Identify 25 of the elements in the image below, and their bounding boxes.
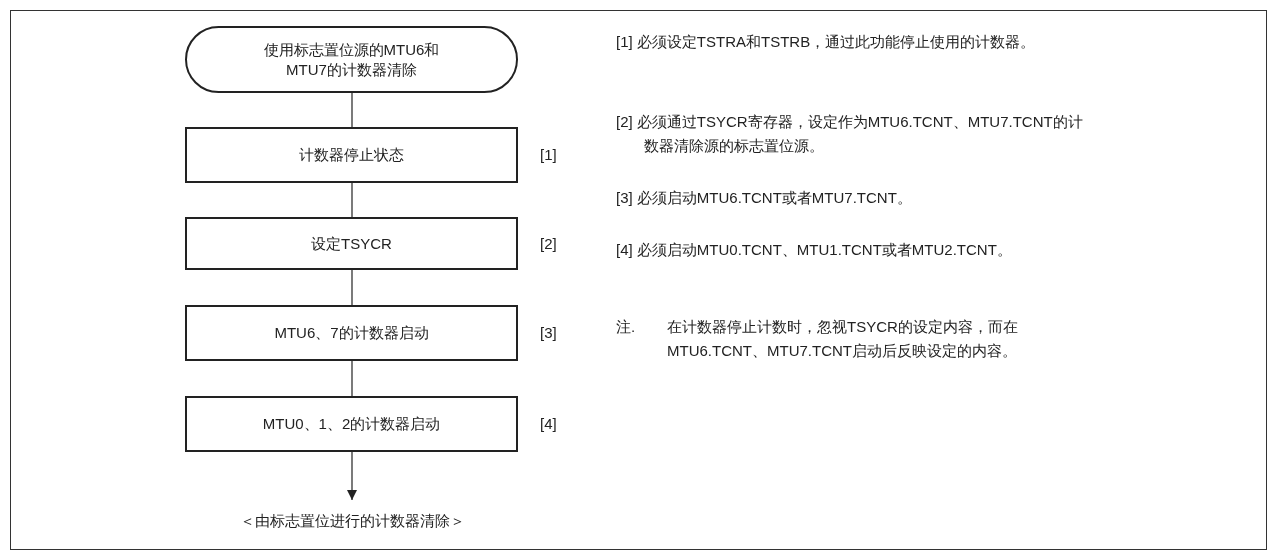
box-text: MTU6、7的计数器启动 xyxy=(274,323,429,343)
connector-line xyxy=(351,360,353,397)
note-text: [3] 必须启动MTU6.TCNT或者MTU7.TCNT。 xyxy=(616,188,913,208)
note-marker: 注. xyxy=(616,317,637,337)
process-box xyxy=(185,217,518,270)
process-box xyxy=(185,305,518,361)
connector-line xyxy=(351,269,353,306)
process-box xyxy=(185,396,518,452)
step-number: [2] xyxy=(540,233,557,254)
process-box xyxy=(185,127,518,183)
box-text: 使用标志置位源的MTU6和MTU7的计数器清除 xyxy=(262,39,441,80)
box-text: MTU0、1、2的计数器启动 xyxy=(262,414,441,434)
end-label: ＜由标志置位进行的计数器清除＞ xyxy=(240,508,465,534)
note-text: 在计数器停止计数时，忽视TSYCR的设定内容，而在MTU6.TCNT、MTU7.TCNT启动后反映设定的内容。 xyxy=(667,317,1019,361)
connector-line xyxy=(351,182,353,218)
box-text: 计数器停止状态 xyxy=(299,145,404,165)
note-text: [1] 必须设定TSTRA和TSTRB，通过此功能停止使用的计数器。 xyxy=(616,32,1037,52)
box-text: 设定TSYCR xyxy=(311,233,392,254)
note-text: [4] 必须启动MTU0.TCNT、MTU1.TCNT或者MTU2.TCNT。 xyxy=(616,240,1013,260)
step-number: [3] xyxy=(540,323,557,343)
step-number: [1] xyxy=(540,145,557,165)
arrow xyxy=(347,451,357,501)
note-text: [2] 必须通过TSYCR寄存器，设定作为MTU6.TCNT、MTU7.TCNT的计数器清除源的标志置位源。 xyxy=(616,112,1084,156)
connector-line xyxy=(351,92,353,128)
step-number: [4] xyxy=(540,414,557,434)
